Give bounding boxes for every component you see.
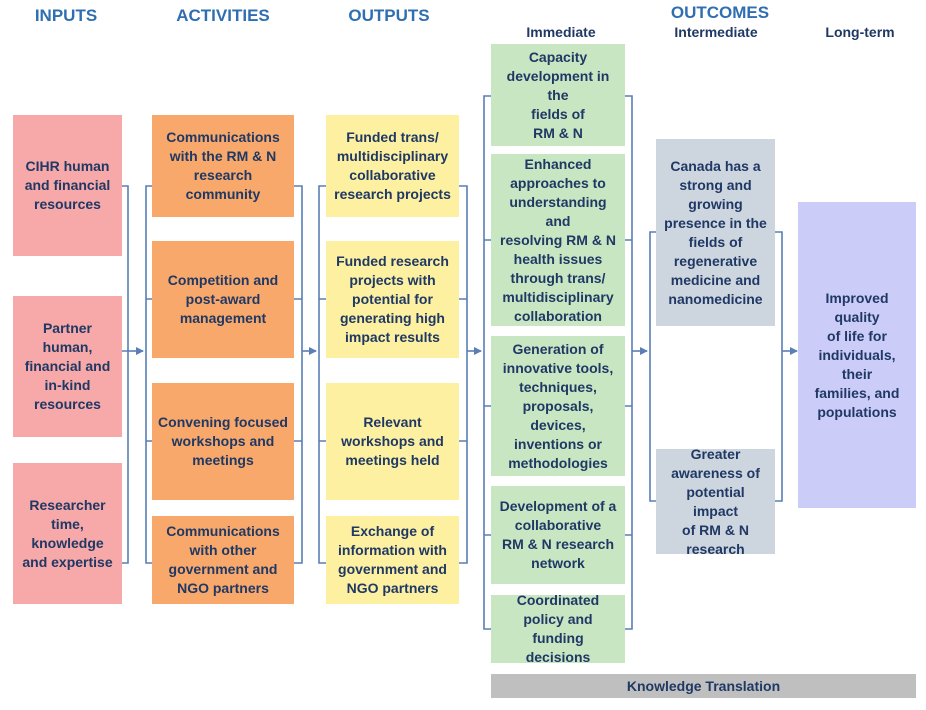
immediate-enhanced-approaches: Enhanced approaches to understanding and… — [491, 154, 625, 326]
header-outcomes: OUTCOMES — [670, 3, 770, 22]
immediate-left-bracket — [483, 95, 491, 630]
output-information-exchange: Exchange of information with government … — [326, 516, 459, 604]
outputs-left-bracket — [318, 185, 326, 564]
header-inputs: INPUTS — [34, 6, 98, 25]
header-intermediate: Intermediate — [674, 24, 758, 40]
intermediate-right-bracket — [775, 231, 783, 502]
intermediate-left-bracket — [649, 231, 656, 502]
inputs-bracket — [122, 185, 129, 564]
activity-communications-rmn: Communications with the RM & N research … — [152, 115, 294, 217]
input-partner-resources: Partner human, financial and in-kind res… — [13, 296, 122, 437]
knowledge-translation-bar: Knowledge Translation — [491, 674, 916, 698]
longterm-improved-quality-of-life: Improved quality of life for individuals… — [798, 202, 916, 508]
header-outputs: OUTPUTS — [348, 6, 430, 25]
immediate-innovative-tools: Generation of innovative tools, techniqu… — [491, 336, 625, 476]
immediate-policy-decisions: Coordinated policy and funding decisions — [491, 592, 625, 665]
outputs-right-bracket — [459, 185, 468, 564]
output-workshops-held: Relevant workshops and meetings held — [326, 383, 459, 500]
immediate-research-network: Development of a collaborative RM & N re… — [491, 486, 625, 584]
immediate-right-bracket — [625, 95, 633, 630]
intermediate-canada-presence: Canada has a strong and growing presence… — [656, 139, 775, 326]
activity-communications-partners: Communications with other government and… — [152, 516, 294, 604]
input-cihr-resources: CIHR human and financial resources — [13, 115, 122, 256]
activities-right-bracket — [294, 185, 303, 564]
activities-left-bracket — [145, 185, 152, 564]
output-funded-projects: Funded trans/ multidisciplinary collabor… — [326, 115, 459, 217]
header-immediate: Immediate — [526, 24, 596, 40]
header-long-term: Long-term — [825, 24, 895, 40]
input-researcher-expertise: Researcher time, knowledge and expertise — [13, 463, 122, 604]
header-activities: ACTIVITIES — [176, 6, 270, 25]
output-high-impact-projects: Funded research projects with potential … — [326, 241, 459, 358]
immediate-capacity-development: Capacity development in the fields of RM… — [491, 44, 625, 146]
activity-competition-management: Competition and post-award management — [152, 241, 294, 358]
intermediate-greater-awareness: Greater awareness of potential impact of… — [656, 446, 775, 557]
activity-convening-workshops: Convening focused workshops and meetings — [152, 383, 294, 500]
